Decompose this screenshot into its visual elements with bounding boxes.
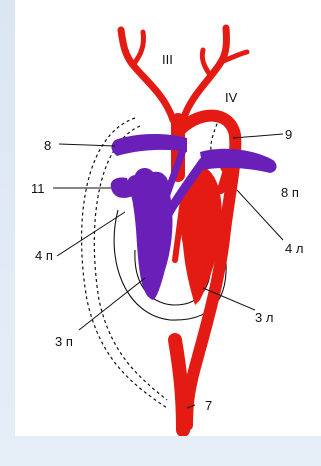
heart-diagram: III IV VI 8 9 8 п 11 4 п 4 л 3 п 3 л 7 bbox=[15, 0, 321, 436]
label-III: III bbox=[162, 52, 173, 67]
leader-8-left bbox=[59, 144, 115, 146]
label-4p: 4 п bbox=[35, 248, 53, 263]
label-8p: 8 п bbox=[281, 185, 299, 200]
label-VI: VI bbox=[141, 156, 153, 171]
aorta-descending bbox=[175, 340, 183, 430]
artery-IV-right bbox=[183, 28, 226, 120]
artery-III-left-branch bbox=[133, 32, 144, 65]
label-11: 11 bbox=[31, 181, 45, 196]
dashed-outline-right bbox=[211, 118, 219, 150]
label-4l: 4 л bbox=[285, 241, 303, 256]
heart-diagram-svg: III IV VI 8 9 8 п 11 4 п 4 л 3 п 3 л 7 bbox=[15, 0, 321, 436]
label-IV: IV bbox=[225, 90, 238, 105]
artery-IV-right-branch2 bbox=[202, 50, 211, 76]
leader-4l bbox=[237, 190, 283, 240]
label-3l: 3 л bbox=[255, 310, 273, 325]
leader-lines bbox=[53, 134, 283, 408]
artery-III-left bbox=[121, 30, 173, 120]
label-8-left: 8 bbox=[44, 138, 51, 153]
label-9: 9 bbox=[285, 127, 292, 142]
label-3p: 3 п bbox=[55, 334, 73, 349]
leader-3p bbox=[79, 278, 145, 330]
label-7: 7 bbox=[205, 398, 212, 413]
